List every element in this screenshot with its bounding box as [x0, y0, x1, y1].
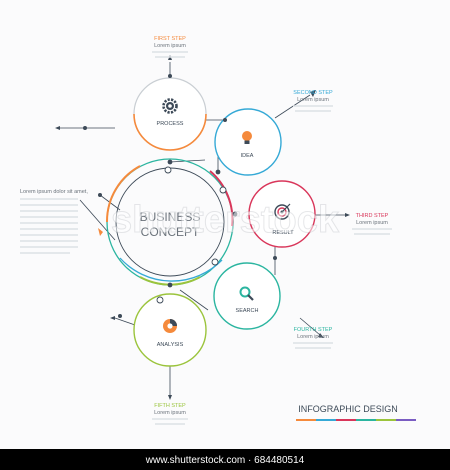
watermark-bar [0, 449, 450, 470]
intro-heading: Lorem ipsum dolor sit amet, [20, 189, 88, 195]
step-heading-fifth: FIFTH STEP [154, 403, 186, 409]
gear-icon [162, 98, 178, 114]
connector-dots [83, 74, 277, 318]
node-label-result: RESULT [272, 230, 294, 236]
step-heading-first: FIRST STEP [154, 36, 186, 42]
step-text-fifth: Lorem ipsum [154, 410, 186, 416]
node-label-idea: IDEA [241, 153, 254, 159]
placeholder-lines [20, 51, 392, 425]
search-icon [239, 286, 254, 301]
node-label-process: PROCESS [157, 121, 184, 127]
step-heading-second: SECOND STEP [293, 90, 333, 96]
footer-bar-segment [356, 419, 376, 421]
step-text-first: Lorem ipsum [154, 43, 186, 49]
lightbulb-icon [242, 131, 252, 144]
watermark-id: www.shutterstock.com · 684480514 [145, 455, 305, 466]
step-heading-fourth: FOURTH STEP [294, 327, 333, 333]
step-text-second: Lorem ipsum [297, 97, 329, 103]
node-result [248, 180, 316, 248]
connector-open-dots [156, 166, 227, 304]
step-text-fourth: Lorem ipsum [297, 334, 329, 340]
footer-bar-segment [396, 419, 416, 421]
node-label-analysis: ANALYSIS [157, 342, 184, 348]
footer-bar-segment [316, 419, 336, 421]
center-title-line2: CONCEPT [141, 225, 200, 239]
target-icon [274, 203, 291, 220]
step-heading-third: THIRD STEP [356, 213, 389, 219]
watermark-text: shutterstock [111, 199, 340, 241]
node-process [133, 77, 207, 151]
step-text-third: Lorem ipsum [356, 220, 388, 226]
node-label-search: SEARCH [236, 308, 259, 314]
footer-bar-segment [296, 419, 316, 421]
arrowheads [55, 55, 350, 400]
footer-bar-segment [336, 419, 356, 421]
footer-color-bar [296, 419, 416, 421]
pie-chart-icon [163, 319, 177, 333]
center-title-line1: BUSINESS [140, 210, 201, 224]
footer-title: INFOGRAPHIC DESIGN [298, 404, 398, 414]
footer-bar-segment [376, 419, 396, 421]
